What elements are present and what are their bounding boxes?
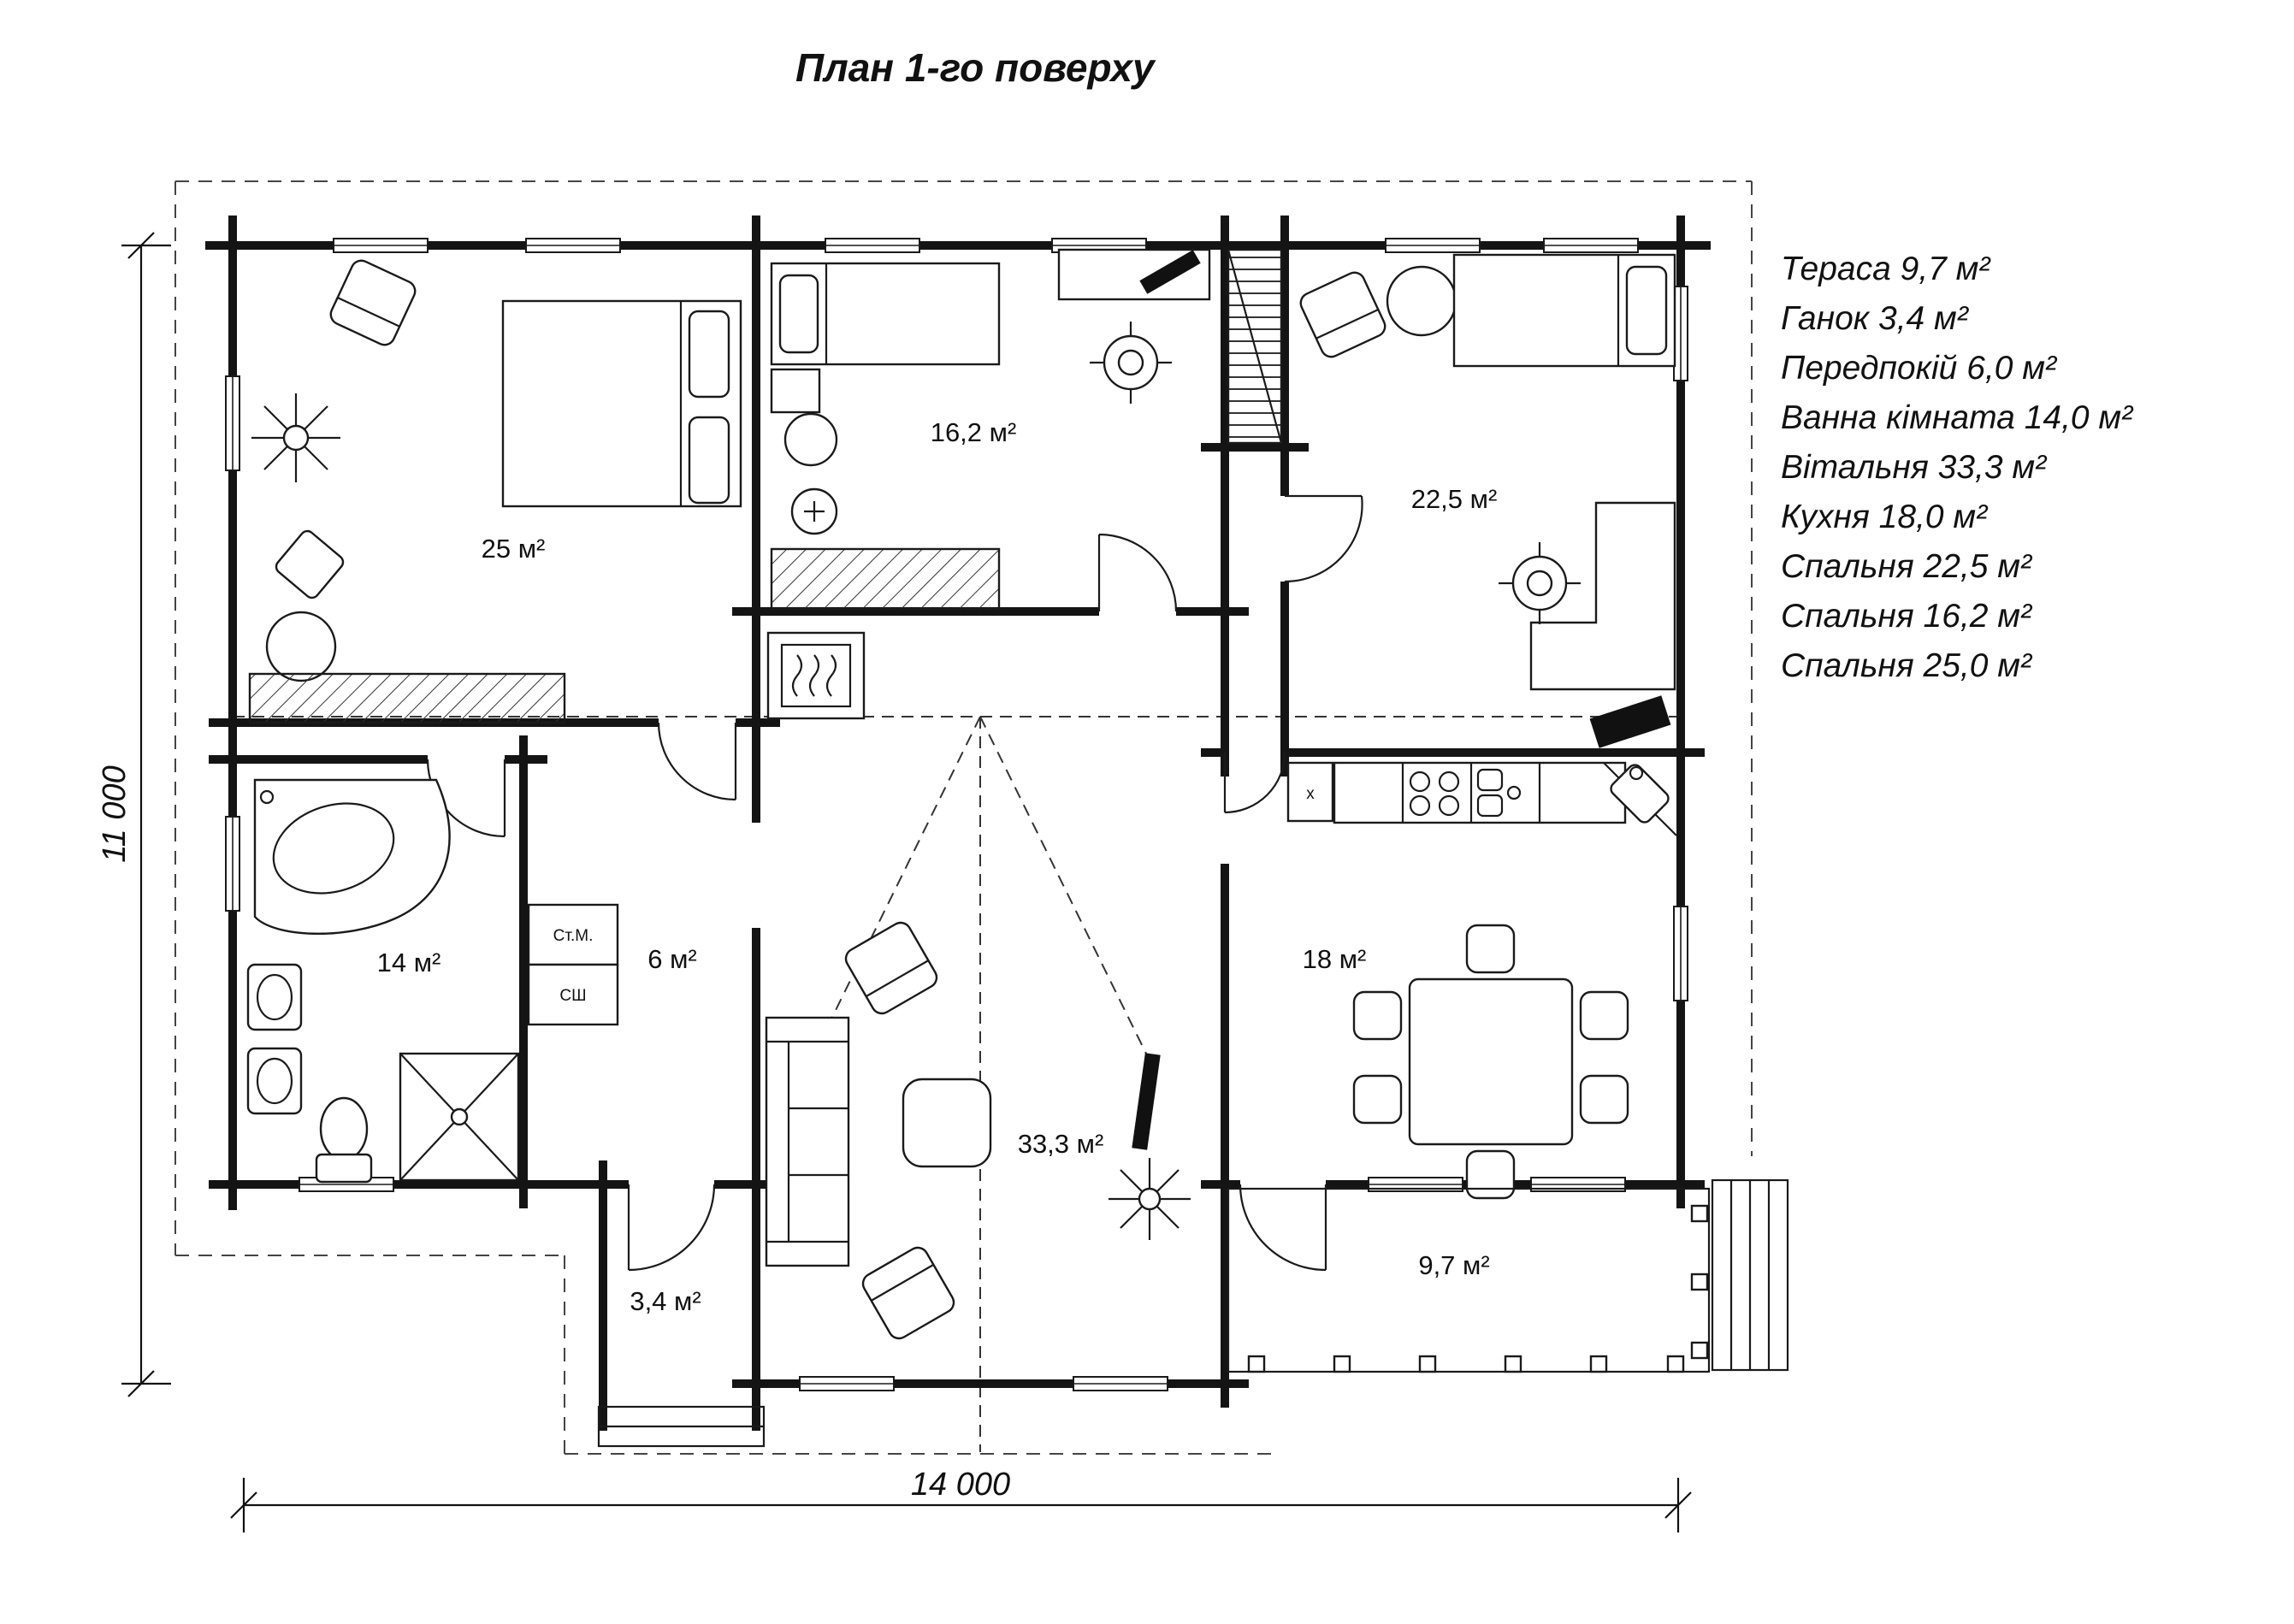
tv [1132,1053,1161,1150]
walls [205,216,1711,1431]
legend-item: Тераса 9,7 м² [1781,251,1990,287]
kitchen-furniture: x [1286,761,1677,1200]
living-room-furniture [765,921,1191,1340]
room-labels: 25 м² 16,2 м² 22,5 м² 14 м² 6 м² 33,3 м²… [377,417,1498,1316]
room-label-hallway: 6 м² [647,944,697,974]
legend-item: Спальня 25,0 м² [1781,647,2031,684]
room-label-bedroom-right: 22,5 м² [1411,484,1498,514]
chair [275,529,345,599]
room-label-bedroom-left: 25 м² [482,534,546,564]
office-chair [1499,542,1581,624]
room-label-bedroom-middle: 16,2 м² [931,417,1017,447]
legend: Тераса 9,7 м² Ганок 3,4 м² Передпокій 6,… [1781,245,2132,691]
roof-overhang-dashed-outline [174,180,1753,1455]
legend-item: Спальня 16,2 м² [1781,598,2031,635]
hallway-closets: Ст.М. СШ [527,903,619,1026]
dining-table [1408,977,1574,1146]
legend-item: Ванна кімната 14,0 м² [1781,399,2133,436]
armchair [329,259,417,346]
legend-item: Ганок 3,4 м² [1781,300,1968,337]
wardrobe [248,672,566,724]
armchair [844,921,938,1015]
armchair [1299,271,1386,358]
bedroom-left-furniture [248,259,742,724]
dresser [770,547,1001,611]
plant [251,393,340,482]
dimension-height-label: 11 000 [97,765,133,862]
corner-bath [253,778,451,935]
porch-steps [597,1405,766,1448]
builtin-wardrobe [1227,248,1283,445]
dimension-horizontal: 14 000 [230,1467,1692,1532]
terrace-deck [1227,1178,1789,1373]
bedroom-right-furniture [1299,253,1676,748]
corner-desk [1529,501,1676,691]
coffee-table [902,1078,992,1168]
room-label-terrace: 9,7 м² [1418,1250,1489,1280]
plant [1109,1158,1191,1240]
room-label-porch: 3,4 м² [630,1286,701,1316]
office-chair [1090,322,1172,404]
sofa [765,1016,850,1267]
room-label-living: 33,3 м² [1018,1129,1104,1159]
legend-item: Спальня 22,5 м² [1781,548,2031,585]
closet-label-top: Ст.М. [553,927,594,945]
room-label-bathroom: 14 м² [377,948,441,977]
corner-sink [1610,764,1670,824]
closet-label-bottom: СШ [559,987,586,1005]
bedroom-middle-furniture [770,248,1211,611]
legend-item: Кухня 18,0 м² [1781,499,1988,535]
heater-unit [766,631,866,720]
dimension-width-label: 14 000 [911,1467,1010,1503]
armchair [861,1246,955,1340]
room-label-kitchen: 18 м² [1303,944,1367,974]
toilet [319,1096,369,1161]
legend-item: Вітальня 33,3 м² [1781,449,2047,486]
counter [1333,761,1627,824]
bathroom-furniture [246,778,520,1184]
dimension-vertical: 11 000 [97,232,171,1397]
legend-item: Передпокій 6,0 м² [1781,350,2056,387]
doors [426,494,1363,1272]
kitchen-unit-label: x [1306,785,1315,803]
plan-title: План 1-го поверху [795,45,1155,90]
